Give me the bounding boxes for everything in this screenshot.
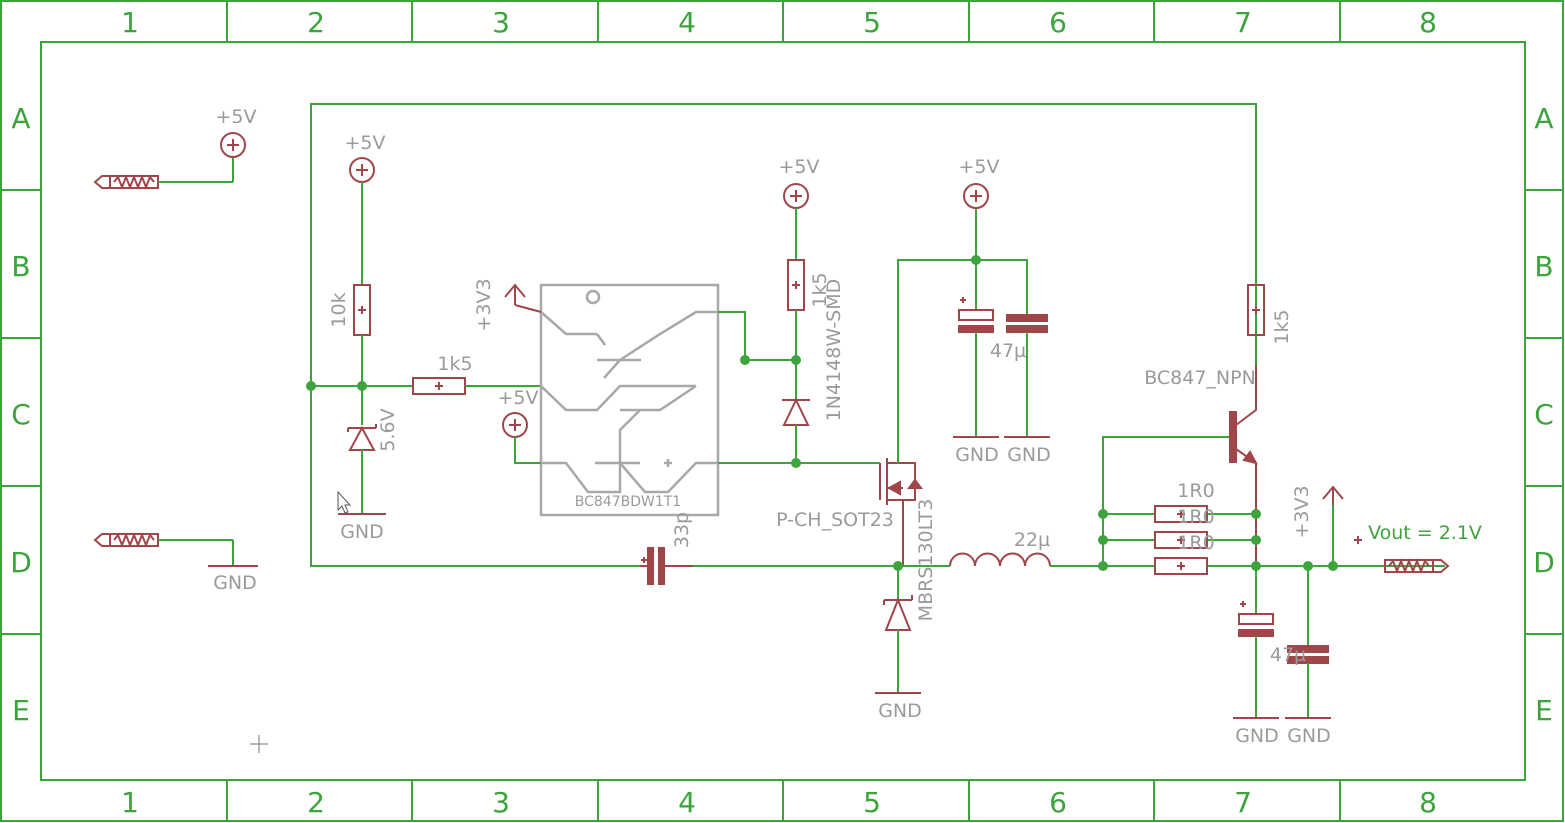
supply-label: +5V <box>778 156 819 178</box>
col-label: 6 <box>1049 6 1067 39</box>
resistor-1r0-a[interactable]: 1R0 <box>1154 480 1215 523</box>
row-dividers <box>1 189 1563 635</box>
supply-plus5v-left: +5V <box>344 132 386 183</box>
col-label: 8 <box>1419 786 1437 819</box>
output-connector-vout[interactable]: Vout = 2.1V <box>1354 522 1482 574</box>
resistor-1r0-c[interactable]: 1R0 <box>1154 532 1215 575</box>
component-value: 5.6V <box>377 408 399 451</box>
component-value: MBRS130LT3 <box>915 499 937 622</box>
column-labels-bottom: 1 2 3 4 5 6 7 8 <box>121 786 1437 819</box>
supply-plus3v3-left: +3V3 <box>473 278 542 332</box>
component-value: 1k5 <box>1271 309 1293 344</box>
component-value: 10k <box>328 292 350 327</box>
gnd-label: GND <box>878 700 922 722</box>
col-label: 1 <box>121 786 139 819</box>
col-label: 3 <box>492 6 510 39</box>
row-label: D <box>1533 546 1555 579</box>
row-label: B <box>1534 250 1553 283</box>
col-label: 5 <box>863 786 881 819</box>
gnd-label: GND <box>1007 444 1051 466</box>
component-value: 47µ <box>1270 644 1306 666</box>
crosshair-icon <box>250 735 268 753</box>
mosfet-p-ch[interactable]: P-CH_SOT23 <box>776 458 923 566</box>
row-label: E <box>1535 694 1553 727</box>
supply-plus5v-input: +5V <box>215 106 257 158</box>
inner-frame <box>40 41 1526 781</box>
supply-plus5v-diode: +5V <box>778 156 820 209</box>
component-value: P-CH_SOT23 <box>776 509 894 531</box>
component-value: 1R0 <box>1177 506 1214 528</box>
col-label: 3 <box>492 786 510 819</box>
component-value: BC847_NPN <box>1144 367 1256 389</box>
supply-label: +5V <box>215 106 256 128</box>
capacitor-47u-top-electrolytic[interactable]: GND <box>953 297 999 466</box>
supply-label: +5V <box>497 387 538 409</box>
resistor-1k5-base[interactable]: 1k5 <box>412 353 473 395</box>
row-labels-left: A B C D E <box>10 102 32 727</box>
resistor-1k5-right[interactable]: 1k5 <box>1247 284 1293 345</box>
row-labels-right: A B C D E <box>1533 102 1555 727</box>
supply-label: +3V3 <box>473 278 495 331</box>
transistor-bc847-npn[interactable]: BC847_NPN <box>1102 365 1258 566</box>
component-value: 1R0 <box>1177 480 1214 502</box>
resistor-10k[interactable]: 10k <box>328 284 371 336</box>
col-label: 6 <box>1049 786 1067 819</box>
column-labels-top: 1 2 3 4 5 6 7 8 <box>121 6 1437 39</box>
col-label: 7 <box>1234 786 1252 819</box>
col-label: 4 <box>678 6 696 39</box>
row-label: D <box>10 546 32 579</box>
inductor-22u[interactable]: 22µ <box>949 529 1051 567</box>
component-value: 1R0 <box>1177 532 1214 554</box>
transistor-output-wires <box>718 311 880 464</box>
resistor-bank-wires <box>1103 513 1445 567</box>
row-label: C <box>11 398 31 431</box>
junctions <box>306 255 1338 571</box>
power-node-wires <box>693 208 1028 600</box>
col-label: 2 <box>307 6 325 39</box>
col-label: 8 <box>1419 6 1437 39</box>
supply-plus5v-transistor: +5V <box>497 387 541 464</box>
vout-label: Vout = 2.1V <box>1368 522 1482 544</box>
component-value: 1k5 <box>437 353 472 375</box>
component-value: 22µ <box>1014 529 1050 551</box>
col-label: 2 <box>307 786 325 819</box>
supply-label: +5V <box>958 156 999 178</box>
input-connector-gnd[interactable]: GND <box>93 532 258 594</box>
col-label: 1 <box>121 6 139 39</box>
input-connector-power[interactable] <box>93 158 234 190</box>
col-label: 7 <box>1234 6 1252 39</box>
supply-label: +3V3 <box>1291 485 1313 538</box>
gnd-label: GND <box>955 444 999 466</box>
row-label: E <box>12 694 30 727</box>
capacitor-47u-top-ceramic[interactable]: GND 47µ <box>990 314 1051 466</box>
gnd-label: GND <box>213 572 257 594</box>
zener-5v6[interactable]: 5.6V <box>347 408 399 452</box>
column-dividers <box>226 1 1341 821</box>
capacitor-47u-bottom-electrolytic[interactable]: GND <box>1233 566 1279 747</box>
component-value: 1N4148W-SMD <box>823 279 845 422</box>
row-label: C <box>1534 398 1554 431</box>
component-value: 33p <box>671 512 693 548</box>
component-value: 1k5 <box>809 272 831 307</box>
gnd-label: GND <box>1235 725 1279 747</box>
col-label: 4 <box>678 786 696 819</box>
col-label: 5 <box>863 6 881 39</box>
capacitor-33p[interactable]: 33p <box>640 512 693 585</box>
supply-plus5v-caps: +5V <box>958 156 1000 209</box>
row-label: A <box>1534 102 1553 135</box>
capacitor-47u-bottom-ceramic[interactable]: GND 47µ <box>1270 566 1331 747</box>
gnd-label: GND <box>1287 725 1331 747</box>
supply-label: +5V <box>344 132 385 154</box>
component-value: 47µ <box>990 340 1026 362</box>
mouse-cursor-icon <box>337 490 352 514</box>
gnd-label: GND <box>340 521 384 543</box>
component-value: BC847BDW1T1 <box>575 494 681 510</box>
resistor-1r0-b[interactable]: 1R0 <box>1154 506 1215 549</box>
row-label: B <box>11 250 30 283</box>
row-label: A <box>11 102 30 135</box>
transistor-pair-bc847bdw1t1[interactable]: BC847BDW1T1 <box>539 283 720 517</box>
supply-plus3v3-output: +3V3 <box>1291 485 1344 566</box>
